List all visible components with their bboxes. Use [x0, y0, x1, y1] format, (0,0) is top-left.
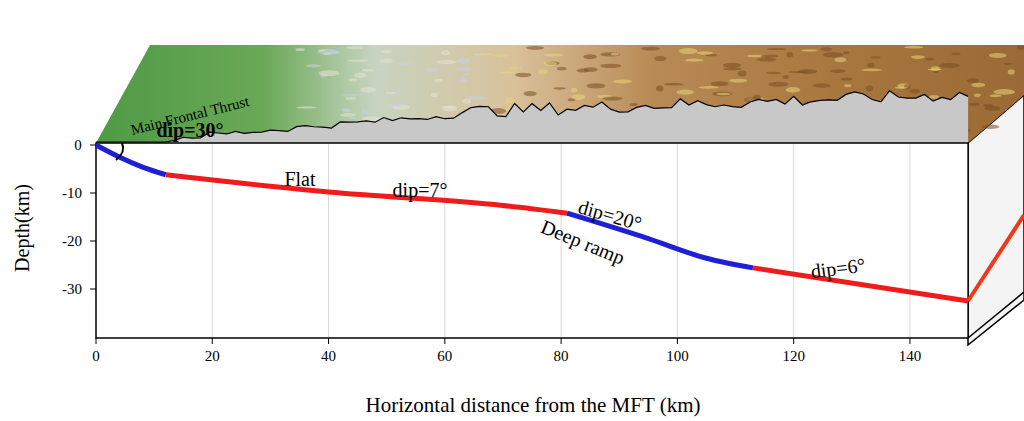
- fault-geometry: [96, 145, 968, 301]
- terrain-profile: [96, 91, 968, 142]
- tick-label: 120: [782, 349, 805, 364]
- axis-title: Horizontal distance from the MFT (km): [366, 395, 701, 416]
- tick-label: 20: [205, 349, 220, 364]
- tick-label: 0: [74, 138, 82, 153]
- fault-side-trace: [968, 215, 1024, 301]
- tick-label: 100: [666, 349, 689, 364]
- terrain-surface: [96, 45, 1024, 143]
- dip-label: dip=30°: [156, 120, 223, 140]
- tick-label: 40: [321, 349, 336, 364]
- tick-label: -20: [62, 234, 82, 249]
- dip-angle-arc: [116, 143, 123, 160]
- tick-label: 60: [437, 349, 452, 364]
- terrain-front-face: [96, 91, 968, 143]
- tick-label: -30: [62, 282, 82, 297]
- plot-frame: [96, 143, 968, 338]
- tick-label: 140: [899, 349, 922, 364]
- axis-ticks: [90, 145, 910, 344]
- tick-label: -10: [62, 186, 82, 201]
- dip-label: dip=7°: [393, 180, 448, 200]
- tick-label: 80: [554, 349, 569, 364]
- axis-title: Depth(km): [12, 184, 32, 272]
- gridlines: [212, 144, 910, 337]
- segment-name: Flat: [284, 169, 315, 189]
- tick-label: 0: [92, 349, 100, 364]
